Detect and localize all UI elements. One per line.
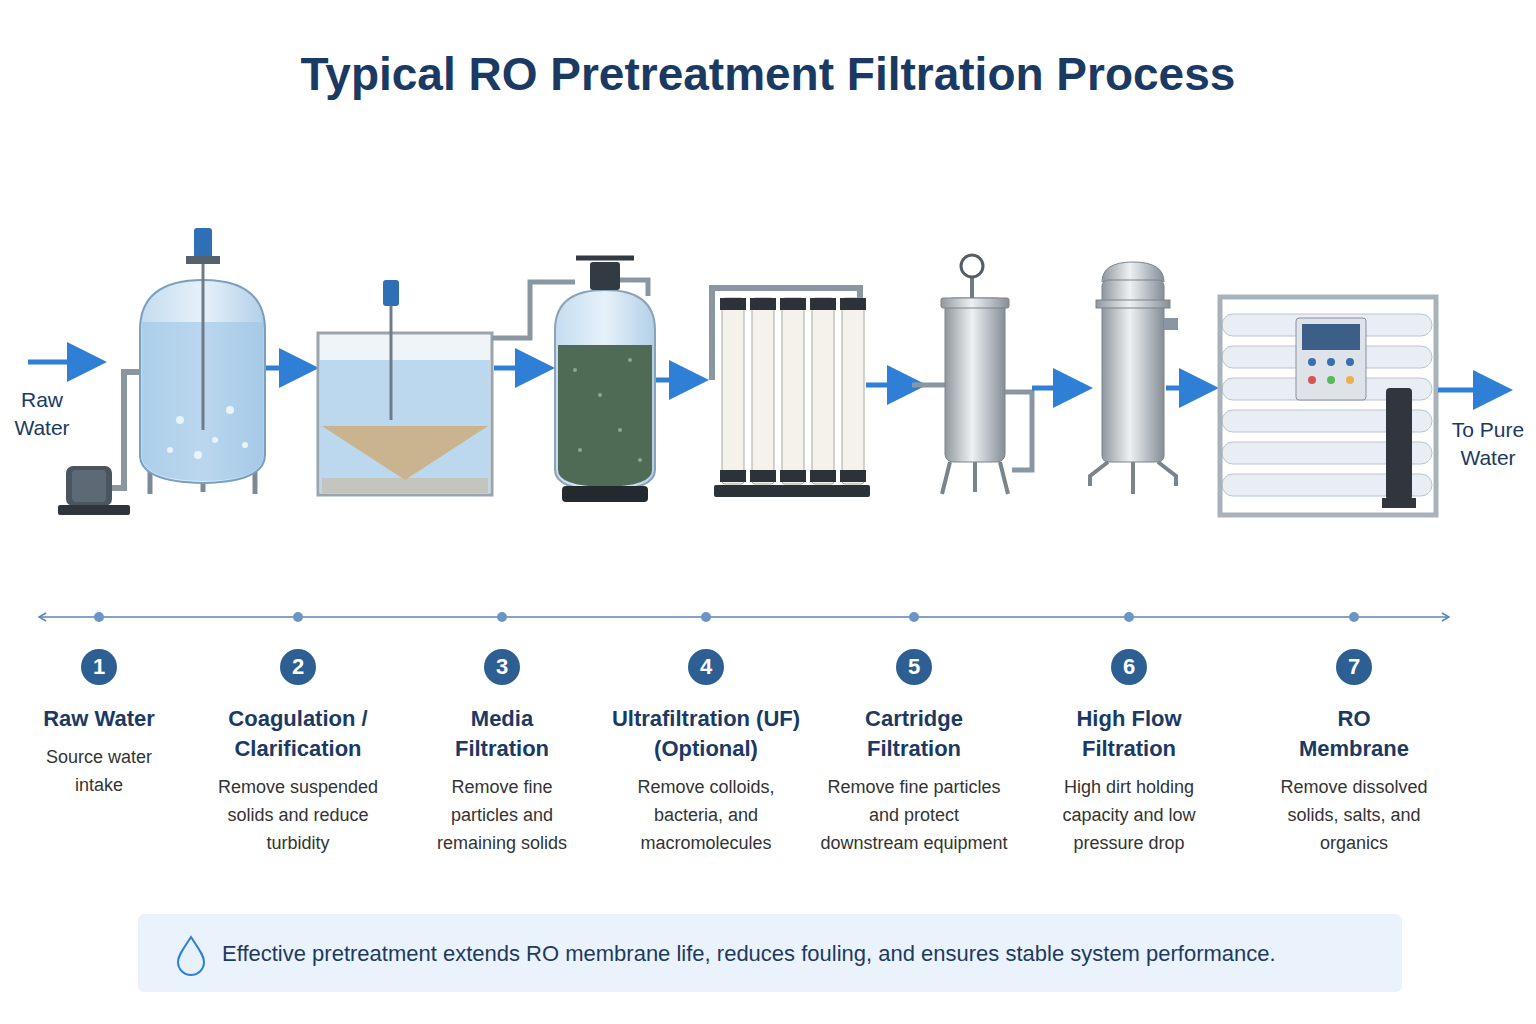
diagram-title: Typical RO Pretreatment Filtration Proce… [0,44,1536,104]
step-node: 7 RO MembraneRemove dissolved solids, sal… [1259,649,1449,857]
flow-label: Raw Water [6,386,78,442]
step-node: 3Media FiltrationRemove fine particles a… [407,649,597,857]
step-description: Remove colloids, bacteria, and macromole… [621,773,791,857]
step-number: 7 [1336,649,1372,685]
step-heading: Raw Water [14,704,184,734]
step-heading: Media Filtration [442,704,562,764]
step-number: 1 [81,649,117,685]
step-description: High dirt holding capacity and low press… [1044,773,1214,857]
flow-label: To Pure Water [1443,416,1533,472]
step-heading: Coagulation / Clarification [213,704,383,764]
step-node: 1Raw WaterSource water intake [9,649,189,799]
step-heading: High Flow Filtration [1059,704,1199,764]
step-node: 4Ultrafiltration (UF) (Optional) Remove c… [606,649,806,857]
step-description: Remove fine particles and protect downst… [818,773,1010,857]
step-number: 2 [280,649,316,685]
step-number: 5 [896,649,932,685]
step-description: Remove suspended solids and reduce turbi… [203,773,393,857]
step-description: Remove dissolved solids, salts, and orga… [1272,773,1437,857]
step-heading: RO Membrane [1289,704,1419,764]
step-heading: Ultrafiltration (UF) (Optional) [611,704,801,764]
step-node: 6High Flow FiltrationHigh dirt holding c… [1031,649,1227,857]
note-caption: Effective pretreatment extends RO membra… [222,939,1276,969]
step-node: 2Coagulation / ClarificationRemove suspe… [200,649,396,857]
step-number: 6 [1111,649,1147,685]
step-description: Source water intake [29,743,169,799]
step-number: 3 [484,649,520,685]
step-node: 5Cartridge FiltrationRemove fine particl… [814,649,1014,857]
step-number: 4 [688,649,724,685]
step-heading: Cartridge Filtration [849,704,979,764]
step-description: Remove fine particles and remaining soli… [417,773,587,857]
